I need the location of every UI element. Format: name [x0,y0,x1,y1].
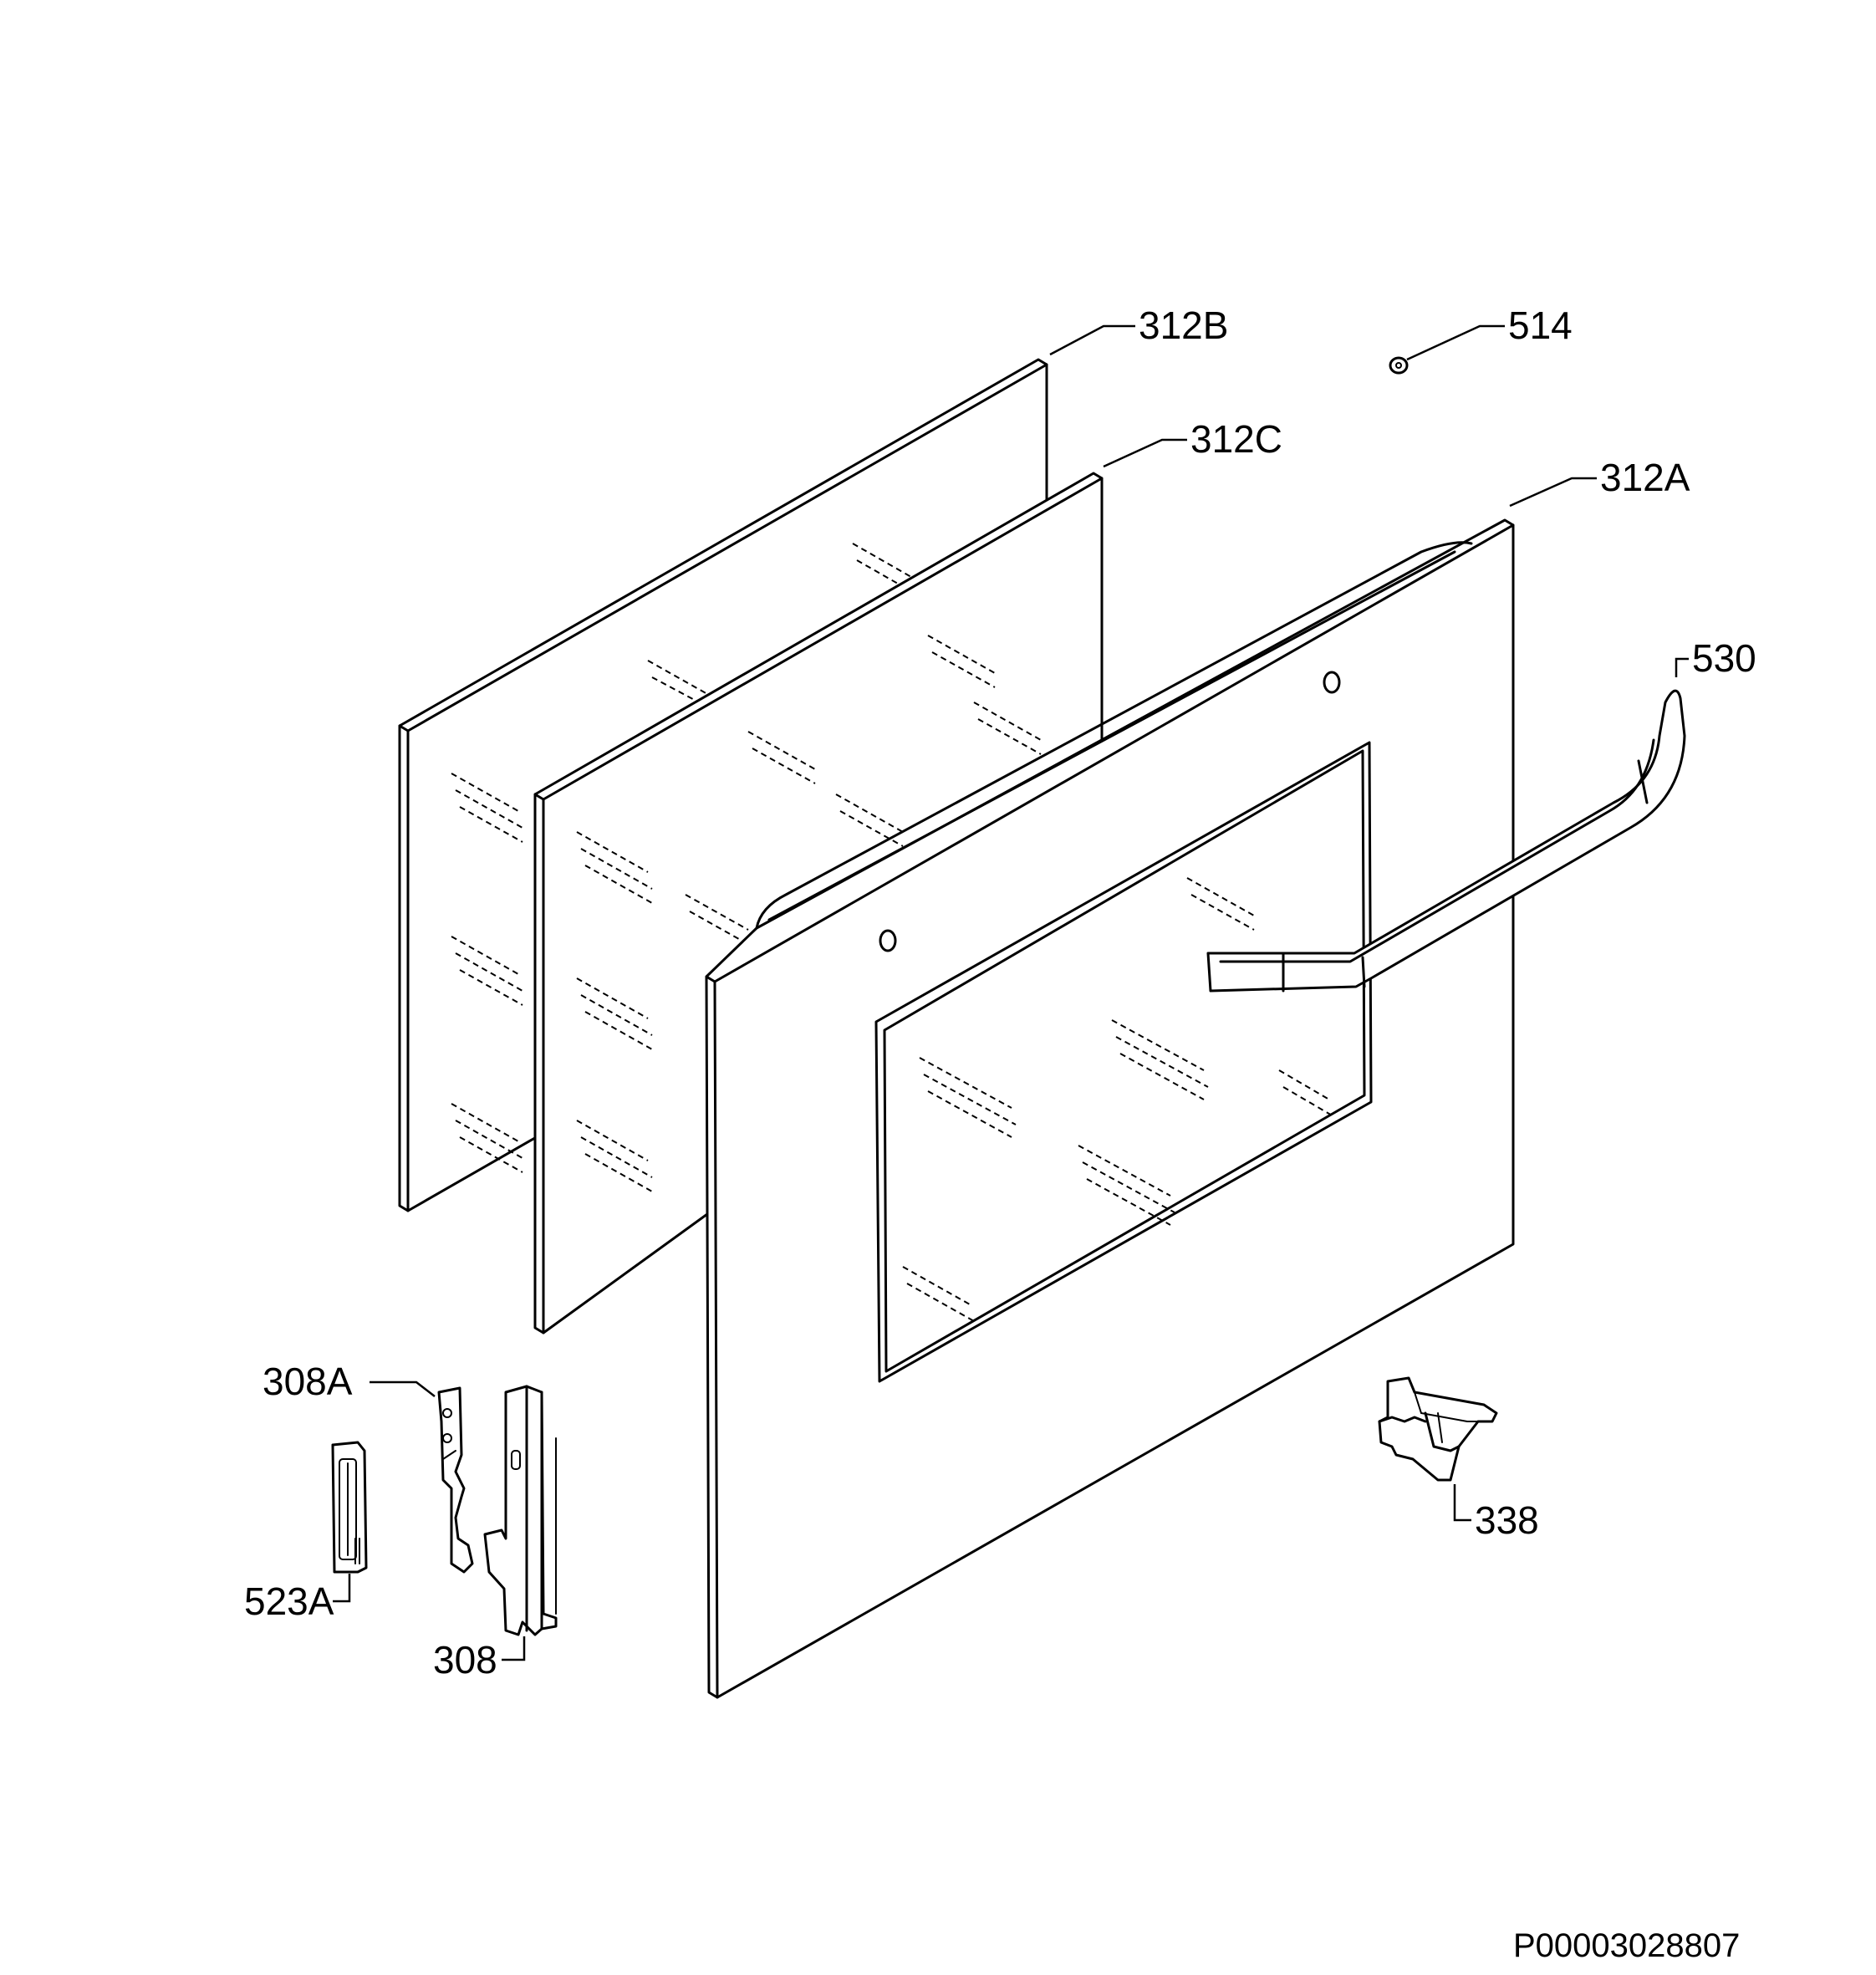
leader-lines [333,324,1689,1661]
hinge-part-308a [437,1386,474,1574]
callout-312c: 312C [1190,417,1282,461]
callout-312a: 312A [1600,456,1690,499]
callout-514: 514 [1508,304,1573,347]
callout-338: 338 [1475,1498,1539,1542]
window-frame [874,741,1373,1383]
hinge-part-308 [483,1385,558,1636]
glass-reflection-marks [902,877,1334,1322]
callout-312b: 312B [1139,304,1228,347]
callout-530: 530 [1692,636,1756,680]
screw [1389,356,1409,375]
callout-523a: 523A [244,1579,334,1623]
part-338 [1378,1376,1498,1482]
callout-308a: 308A [263,1360,353,1403]
glass-reflection-marks [576,635,1042,1192]
callout-labels: 312B 514 312C 312A 530 308A 338 523A 308 [244,304,1756,1682]
hinge-cover-523a [331,1441,368,1574]
door-handle [1206,689,1686,993]
door-screw-hole [879,671,1341,952]
front-glass-panel [705,518,1515,1699]
glass-reflection-marks [451,543,916,1173]
document-id: P00003028807 [1513,1927,1740,1964]
callout-308: 308 [433,1638,497,1682]
